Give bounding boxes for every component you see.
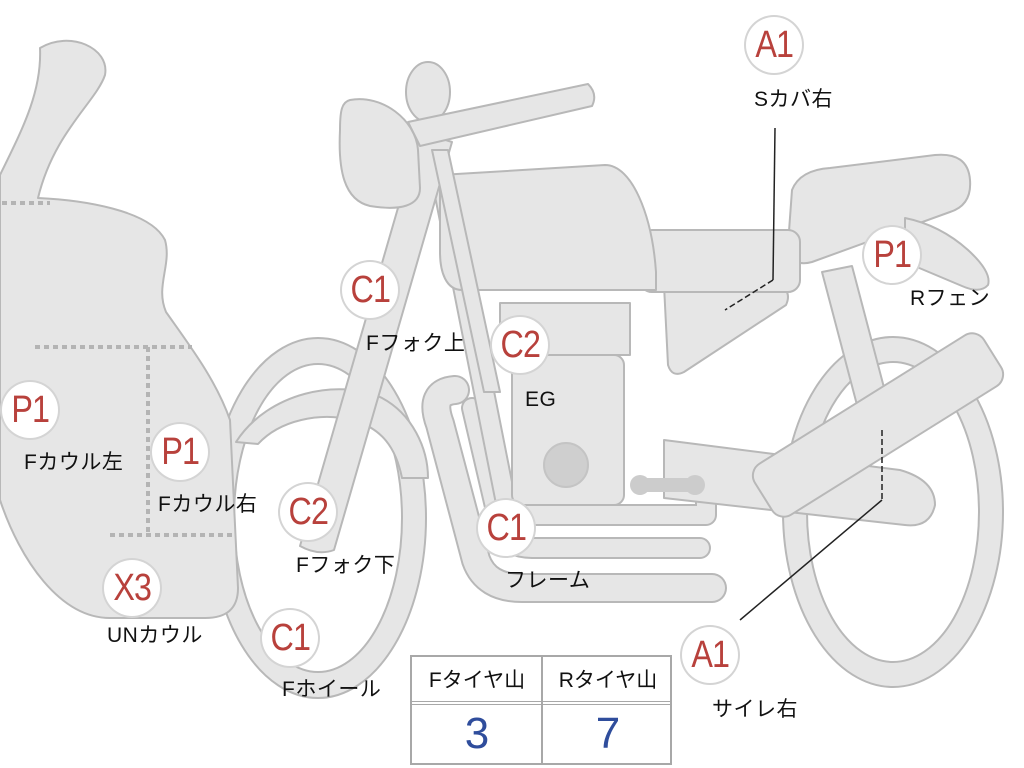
damage-code-badge: A1 (682, 627, 738, 683)
front-fork (299, 131, 453, 554)
damage-code: C1 (350, 269, 390, 311)
mirror (405, 61, 451, 123)
front-tire-header: Fタイヤ山 (428, 669, 526, 692)
headlight (338, 98, 421, 209)
handlebar (407, 83, 596, 147)
part-label: Fカウル右 (158, 493, 258, 516)
fuel-tank (439, 164, 657, 291)
side-cover (663, 284, 789, 375)
rear-fender (904, 217, 990, 291)
part-label: EG (525, 388, 557, 411)
part-label: Fフォク下 (296, 554, 396, 577)
damage-code: A1 (691, 634, 730, 676)
muffler (751, 332, 1005, 518)
front-seat (639, 229, 801, 293)
table-divider (541, 657, 543, 763)
damage-code: P1 (11, 389, 50, 431)
damage-code-badge: C2 (280, 484, 336, 540)
rear-tire-value: 7 (595, 709, 621, 758)
part-label: フレーム (505, 569, 591, 592)
front-fairing (0, 39, 239, 619)
damage-code: C1 (270, 617, 310, 659)
tire-tread-table: Fタイヤ山 Rタイヤ山 3 7 (410, 655, 672, 765)
damage-code-badge: P1 (864, 227, 920, 283)
part-label: サイレ右 (712, 698, 798, 721)
damage-code: C2 (500, 324, 540, 366)
rear-tire-header: Rタイヤ山 (558, 669, 658, 692)
engine-cover (543, 442, 589, 488)
leader-line-seat-cover (772, 127, 776, 281)
damage-code-badge: C2 (492, 317, 548, 373)
part-label: Fフォク上 (366, 332, 466, 355)
damage-code-badge: P1 (2, 382, 58, 438)
part-label: UNカウル (107, 624, 203, 647)
damage-code-badge: P1 (152, 424, 208, 480)
damage-code-badge: A1 (746, 17, 802, 73)
damage-code: X3 (113, 567, 152, 609)
damage-code: P1 (873, 234, 912, 276)
front-fender (235, 388, 429, 479)
damage-code-badge: X3 (104, 560, 160, 616)
damage-code: C2 (288, 491, 328, 533)
part-label: Fホイール (282, 678, 382, 701)
damage-code: A1 (755, 24, 794, 66)
engine-block (511, 354, 625, 506)
part-label: Fカウル左 (24, 451, 124, 474)
front-tire-value: 3 (464, 709, 490, 758)
damage-code-badge: C1 (262, 610, 318, 666)
damage-code-badge: C1 (478, 500, 534, 556)
part-label: Rフェン (910, 287, 991, 310)
damage-code: C1 (486, 507, 526, 549)
damage-code: P1 (161, 431, 200, 473)
damage-code-badge: C1 (342, 262, 398, 318)
part-label: Sカバ右 (754, 88, 834, 111)
frame-tube-upper (431, 149, 501, 393)
